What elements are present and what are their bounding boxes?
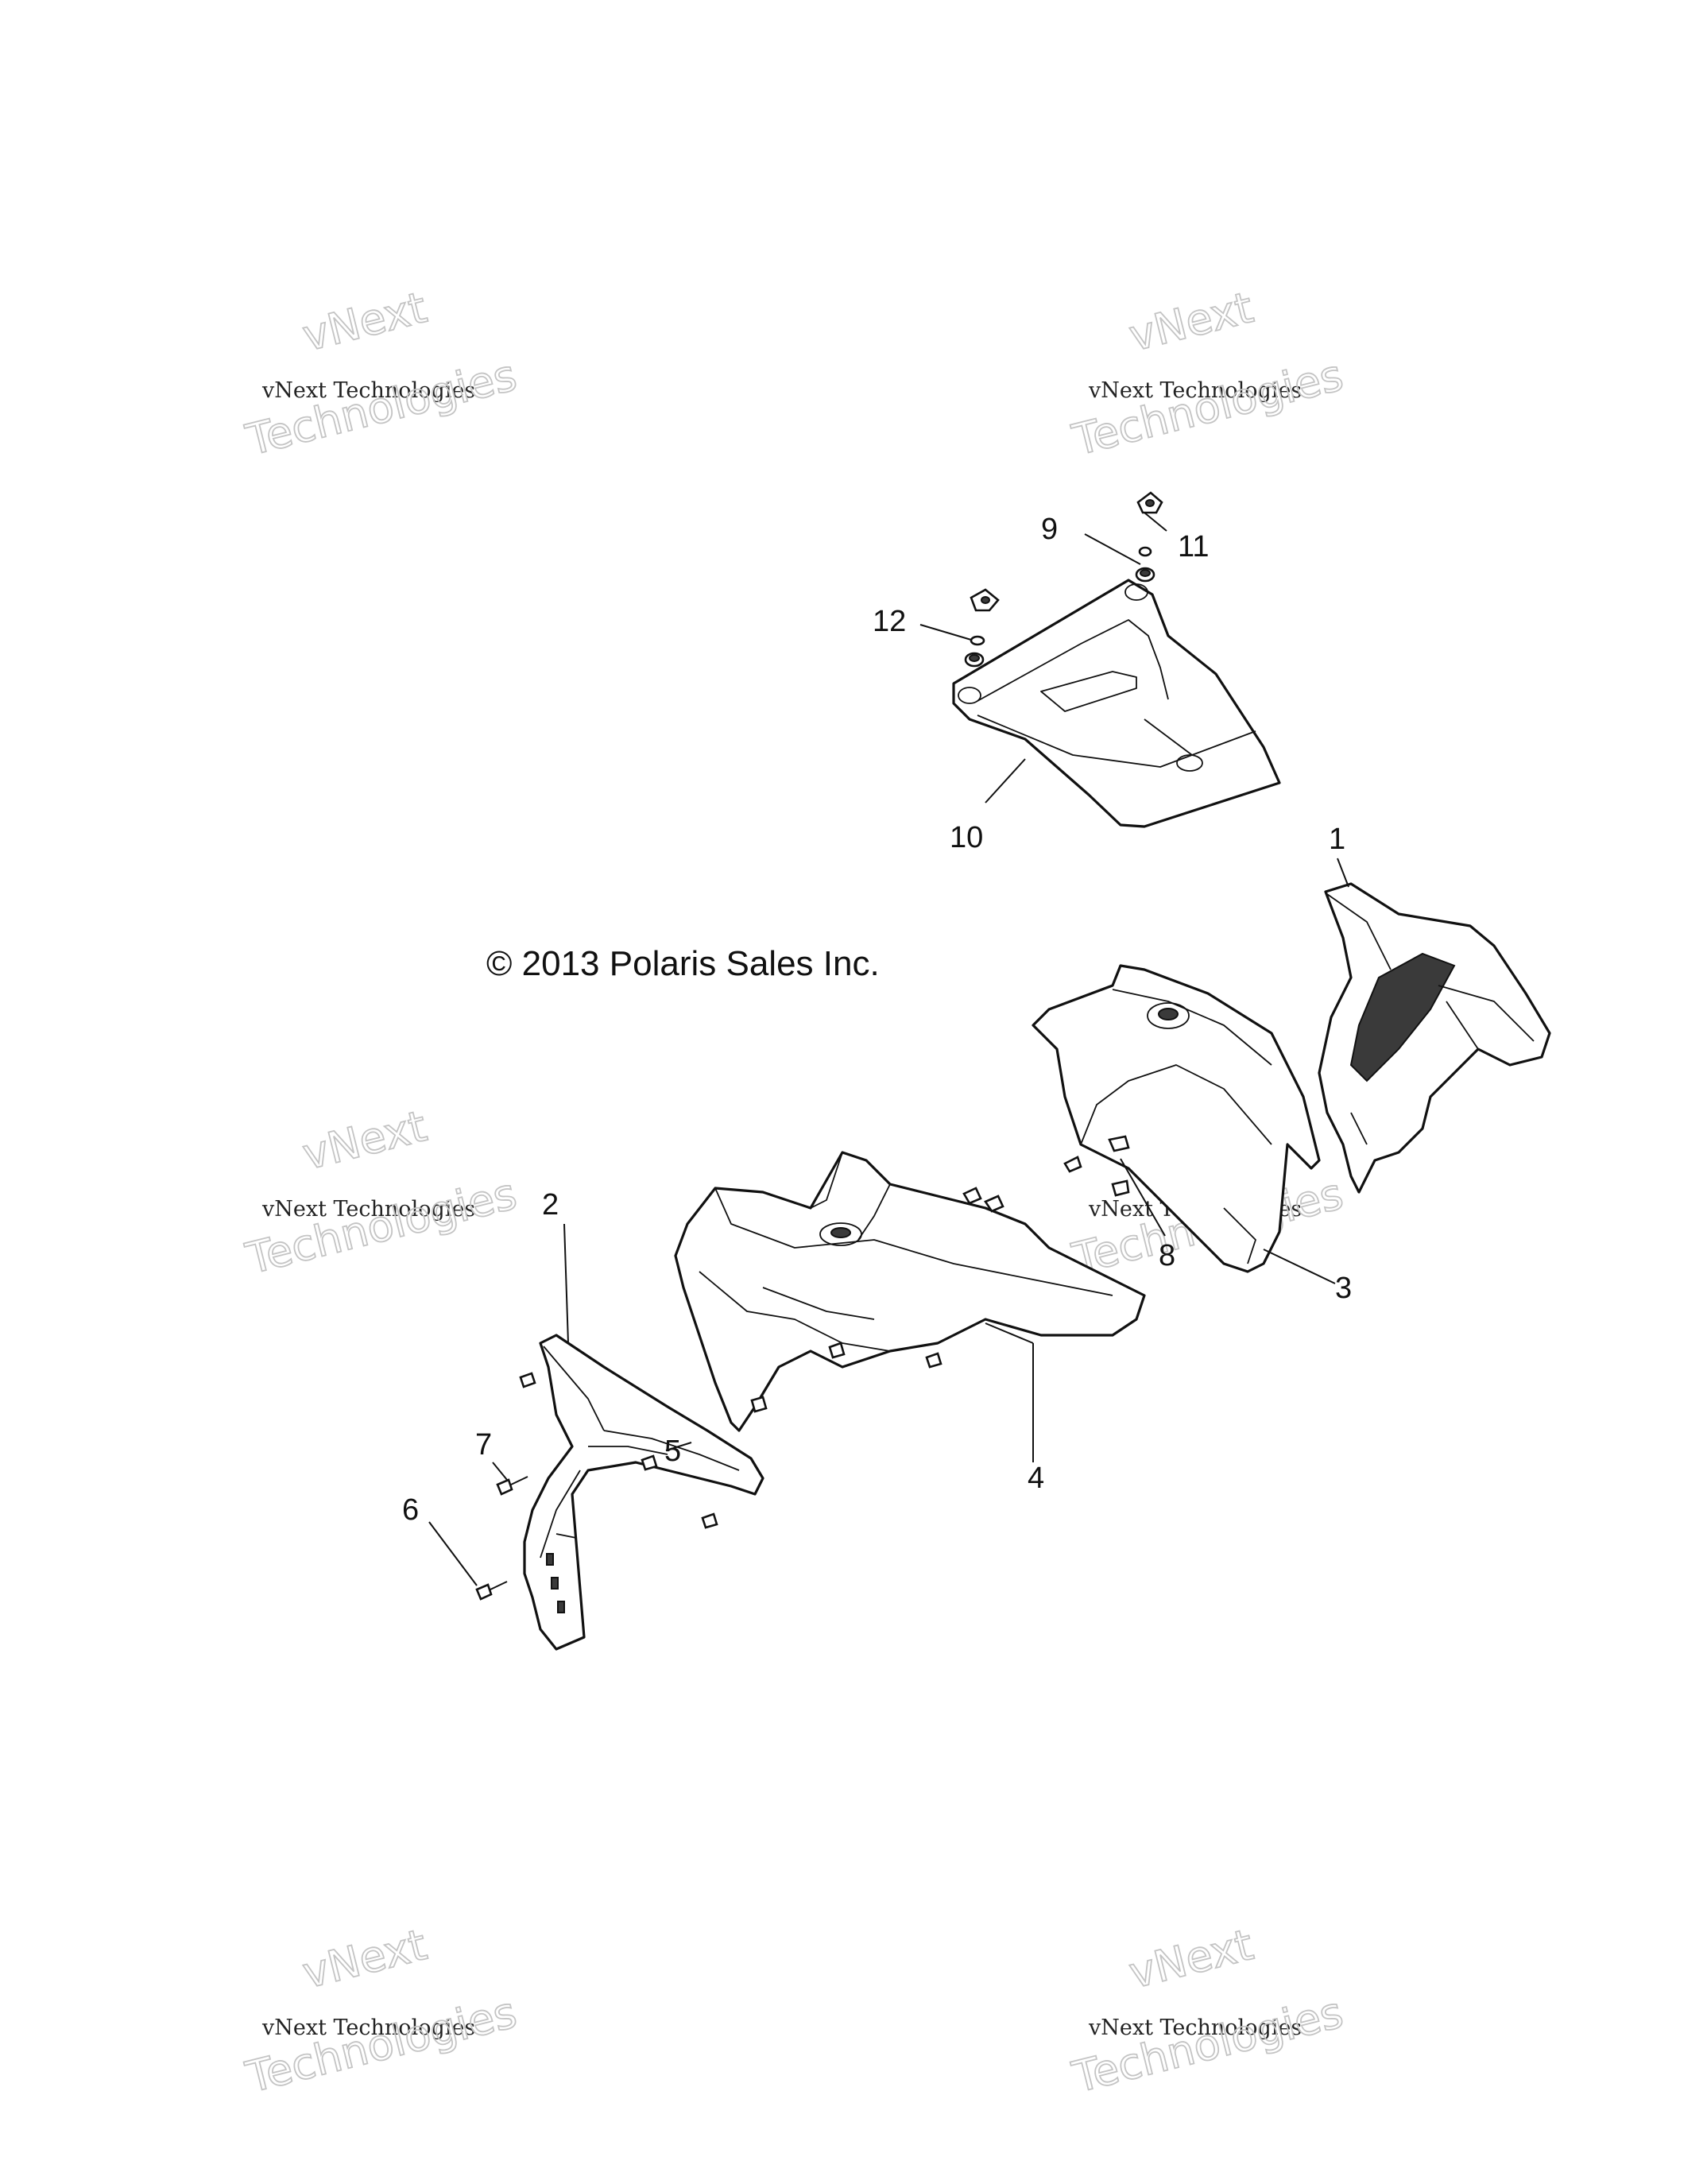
part-2-left-panel — [523, 1334, 764, 1651]
leader-12 — [919, 624, 972, 641]
watermark-line3: Technologies — [1067, 1987, 1348, 2102]
watermark-line2: vNext Technologies — [261, 2016, 475, 2040]
part-1-side-panel — [1318, 882, 1551, 1194]
callout-6: 6 — [402, 1493, 419, 1527]
part-11-clip — [1136, 491, 1163, 514]
watermark-line1: vNext — [1124, 282, 1258, 361]
watermark-top-left: vNext vNext Technologies Technologies — [240, 281, 522, 466]
part-12-clip — [964, 588, 1000, 668]
part-4-lower-dash — [674, 1151, 1146, 1432]
callout-10: 10 — [950, 821, 983, 854]
callout-1: 1 — [1329, 823, 1345, 856]
watermark-line3: Technologies — [241, 1987, 521, 2102]
leader-8 — [1120, 1158, 1166, 1237]
watermark-line2: vNext Technologies — [261, 1197, 475, 1222]
callout-4: 4 — [1028, 1462, 1044, 1495]
callout-2: 2 — [542, 1188, 559, 1222]
watermark-line3: Technologies — [241, 1168, 521, 1284]
callout-3: 3 — [1335, 1272, 1352, 1305]
callout-9: 9 — [1041, 513, 1058, 546]
watermark-line3: Technologies — [241, 350, 521, 465]
leader-5 — [665, 1442, 692, 1451]
callout-11: 11 — [1178, 530, 1209, 563]
leader-1 — [1337, 858, 1349, 888]
leader-4b — [985, 1322, 1034, 1344]
part-9-nut — [1135, 546, 1155, 583]
watermark-top-right: vNext vNext Technologies Technologies — [1066, 281, 1349, 466]
leader-10 — [985, 758, 1026, 804]
callout-5: 5 — [664, 1435, 681, 1468]
part-7-screw — [496, 1476, 528, 1496]
watermark-mid-left: vNext vNext Technologies Technologies — [240, 1100, 522, 1284]
callout-12: 12 — [873, 605, 906, 638]
watermark-line1: vNext — [298, 282, 432, 361]
watermark-bottom-left: vNext vNext Technologies Technologies — [240, 1919, 522, 2103]
leader-2 — [563, 1223, 569, 1344]
leader-3 — [1263, 1249, 1336, 1284]
leader-6 — [428, 1521, 478, 1586]
watermark-line2: vNext Technologies — [261, 378, 475, 403]
leader-9 — [1084, 533, 1141, 565]
watermark-line3: Technologies — [1067, 350, 1348, 465]
part-10-cover-panel — [952, 579, 1281, 828]
part-5-clip — [641, 1454, 718, 1529]
callout-8: 8 — [1159, 1239, 1175, 1272]
watermark-bottom-right: vNext vNext Technologies Technologies — [1066, 1919, 1349, 2103]
leader-11 — [1144, 512, 1167, 532]
callout-7: 7 — [475, 1428, 492, 1462]
part-3-upper-dash — [1032, 964, 1321, 1273]
part-6-screw — [475, 1581, 508, 1601]
leader-7 — [492, 1462, 508, 1481]
part-2-clip — [519, 1372, 536, 1388]
watermark-line2: vNext Technologies — [1088, 378, 1302, 403]
watermark-line1: vNext — [1124, 1919, 1258, 1998]
watermark-line1: vNext — [298, 1919, 432, 1998]
copyright-text: © 2013 Polaris Sales Inc. — [486, 944, 880, 983]
watermark-line1: vNext — [298, 1101, 432, 1179]
watermark-line2: vNext Technologies — [1088, 2016, 1302, 2040]
